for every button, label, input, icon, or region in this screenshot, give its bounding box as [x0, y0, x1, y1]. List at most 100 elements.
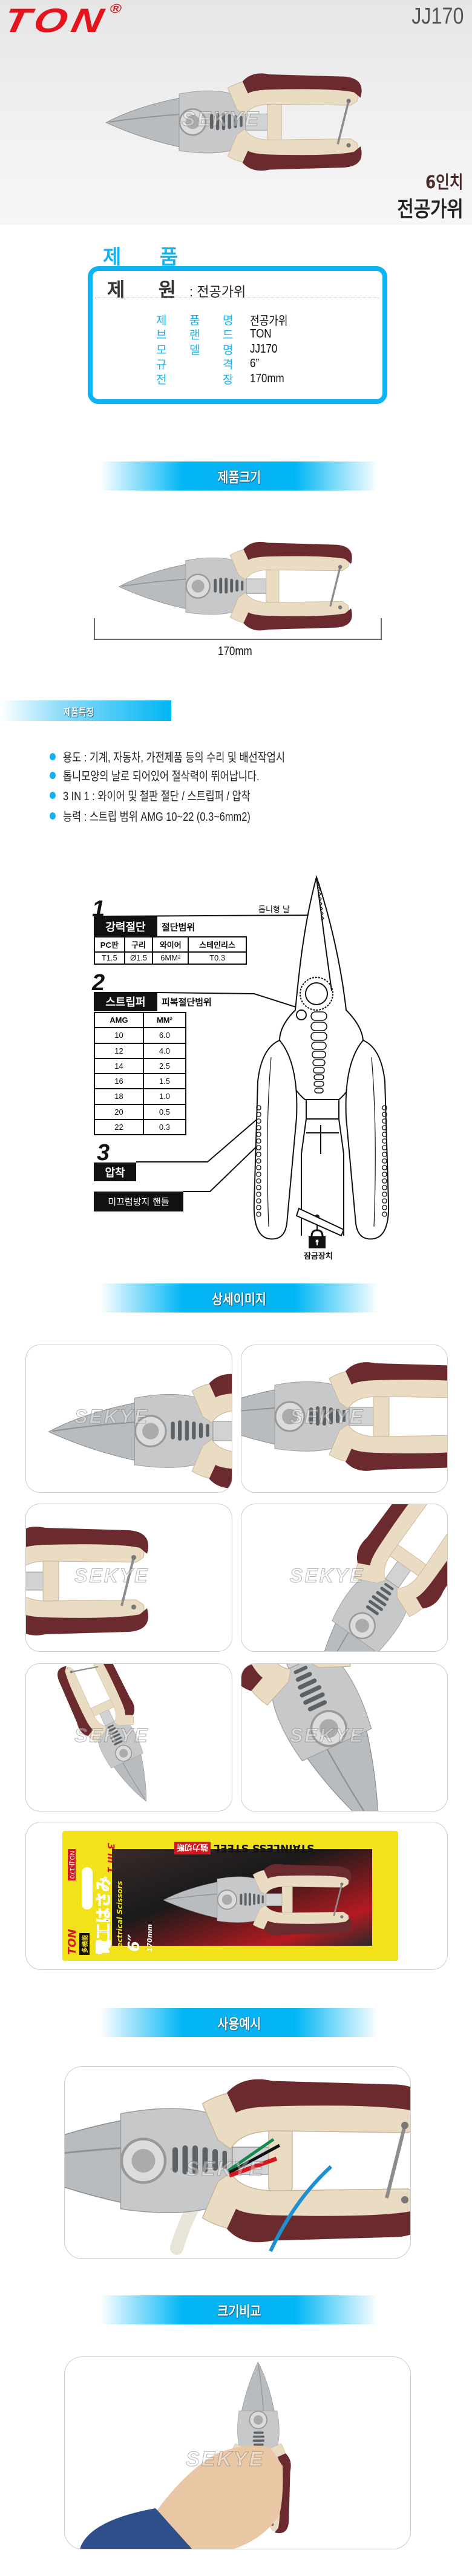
spec-label-char: 명: [223, 313, 234, 327]
table-cell: Ø1.5: [123, 951, 154, 965]
package-model: NO.JJ-170: [68, 1849, 76, 1881]
table-cell: 1.0: [142, 1088, 187, 1105]
spec-label-char: 명: [223, 343, 234, 357]
spec-header-label: 제 원: [107, 278, 190, 301]
table-cell: 6.0: [142, 1027, 187, 1044]
table-header: PC판: [94, 936, 125, 953]
watermark: SEKYE: [74, 1565, 149, 1587]
spec-label-char: 델: [189, 343, 200, 357]
dimension-label: 170mm: [218, 645, 252, 658]
package-card: NO.JJ-170 TON 多機能 電工はさみ 3 in 1 Electrica…: [62, 1831, 398, 1961]
model-number: JJ170: [411, 4, 464, 29]
hero-banner: TON® JJ170 SEKYE 6인치 전공가위: [0, 0, 472, 225]
table-cell: 14: [94, 1057, 144, 1075]
leader-line-blade: [93, 915, 320, 917]
size-compare-image: SEKYE: [64, 2356, 411, 2549]
package-multi: 多機能: [79, 1933, 90, 1955]
pliers-diagram: [93, 875, 390, 1248]
spec-value: 6”: [250, 357, 260, 370]
table-cell: 0.3: [142, 1118, 187, 1136]
handle-label: 미끄럼방지 핸들: [94, 1192, 183, 1211]
spec-label-char: 드: [223, 328, 234, 342]
table-cell: T0.3: [188, 951, 247, 965]
bullet-icon: [50, 791, 56, 799]
detail-image-3: SEKYE: [25, 1504, 232, 1652]
spec-label-char: 규: [156, 358, 167, 371]
table-cell: 12: [94, 1042, 144, 1059]
table-header: MM²: [142, 1011, 187, 1029]
spec-label-char: 장: [223, 373, 234, 386]
table-cell: 0.5: [142, 1103, 187, 1120]
table-cell: 18: [94, 1088, 144, 1105]
table-cell: 20: [94, 1103, 144, 1120]
feature-item: 톱니모양의 날로 되어있어 절삭력이 뛰어납니다.: [50, 766, 303, 784]
cut-title: 강력절단: [94, 916, 157, 936]
size-label: 6인치: [425, 172, 464, 192]
watermark: SEKYE: [185, 2448, 265, 2471]
spec-value: 170mm: [250, 371, 284, 385]
serrated-blade-label: 톱니형 날: [258, 905, 290, 915]
feature-text: 톱니모양의 날로 되어있어 절삭력이 뛰어납니다.: [63, 770, 260, 783]
product-name: 전공가위: [397, 198, 464, 222]
stripper-title: 스트립퍼: [94, 992, 157, 1011]
watermark: SEKYE: [289, 1406, 365, 1428]
stripper-subtitle: 피복절단범위: [162, 997, 212, 1008]
table-header: AMG: [94, 1011, 144, 1029]
spec-header: 제 원: 전공가위: [107, 275, 246, 302]
package-brand: TON: [66, 1929, 79, 1955]
table-header: 스테인리스: [188, 936, 247, 953]
brand-logo: TON®: [0, 1, 123, 40]
feature-item: 3 IN 1 : 와이어 및 철판 절단 / 스트립퍼 / 압착: [50, 786, 292, 804]
spec-label-char: 품: [189, 313, 200, 327]
package-strong-cut: 強力切断: [174, 1842, 211, 1854]
lock-icon: [309, 1229, 326, 1248]
detail-image-2: SEKYE: [241, 1345, 448, 1493]
table-cell: 2.5: [142, 1057, 187, 1075]
section-title: 제품특징: [64, 706, 94, 718]
dimension-line: [94, 618, 382, 640]
package-multi-function: MULTI-FUNCTION: [268, 1947, 330, 1955]
pliers-outline: [253, 875, 390, 1240]
table-cell: 6MM²: [152, 951, 189, 965]
section-bar-usage: 사용예시: [100, 2008, 378, 2037]
watermark: SEKYE: [181, 108, 261, 131]
watermark: SEKYE: [289, 1565, 365, 1587]
spec-label-char: 제: [156, 313, 167, 327]
feature-item: 용도 : 기계, 자동차, 가전제품 등의 수리 및 배선작업시: [50, 748, 334, 765]
table-cell: 1.5: [142, 1072, 187, 1090]
step-number-3: 3: [97, 1140, 110, 1166]
table-cell: T1.5: [94, 951, 125, 965]
section-title: 크기비교: [217, 2304, 261, 2320]
watermark: SEKYE: [74, 1406, 149, 1428]
watermark: SEKYE: [289, 1724, 365, 1747]
bullet-icon: [50, 812, 56, 820]
bullet-icon: [50, 771, 56, 779]
crimp-title: 압착: [94, 1162, 136, 1181]
section-title: 제품크기: [217, 470, 261, 486]
package-steel: STAINLESS STEEL: [214, 1842, 315, 1854]
section-title: 사용예시: [217, 2017, 261, 2032]
table-header: 와이어: [152, 936, 189, 953]
usage-image: SEKYE: [64, 2066, 411, 2259]
spec-row: 규 격 6”: [156, 357, 261, 371]
spec-label-char: 랜: [189, 328, 200, 342]
bullet-icon: [50, 752, 56, 760]
detail-image-6: SEKYE: [241, 1663, 448, 1811]
section-bar-features: 제품특징: [0, 700, 171, 721]
spec-label-char: 격: [223, 358, 234, 371]
lock-label: 잠금장치: [304, 1252, 333, 1261]
feature-text: 3 IN 1 : 와이어 및 철판 절단 / 스트립퍼 / 압착: [63, 790, 251, 803]
spec-label-char: 전: [156, 373, 167, 386]
spec-label-char: 모: [156, 343, 167, 357]
